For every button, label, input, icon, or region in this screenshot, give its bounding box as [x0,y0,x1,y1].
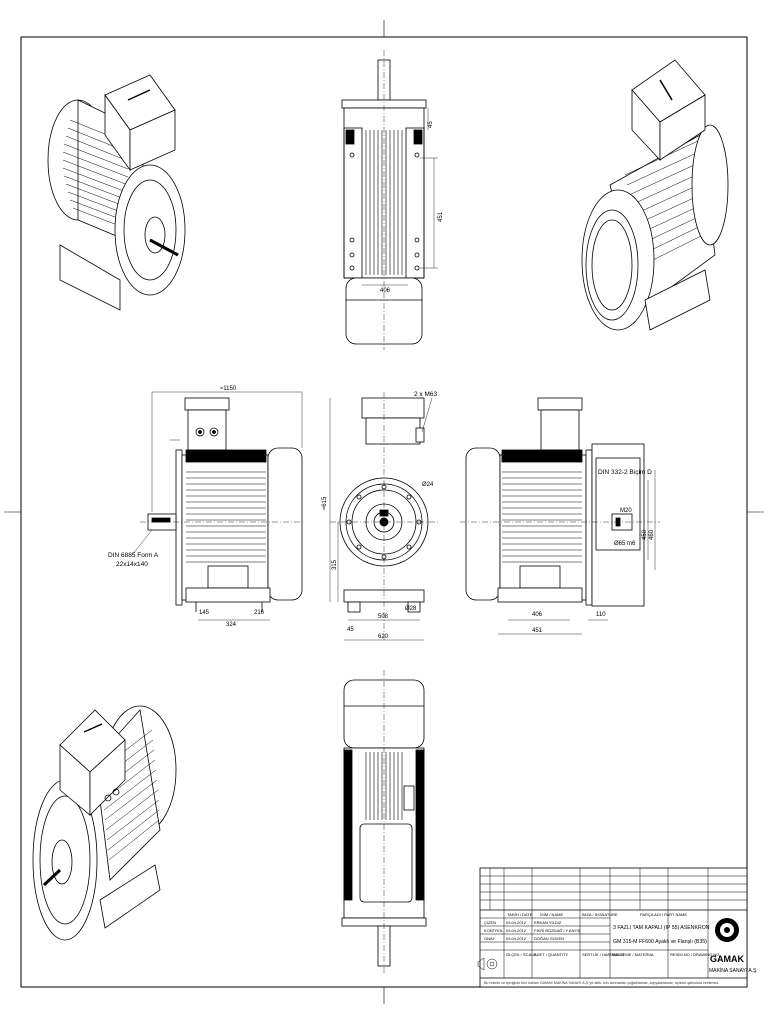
tb-header-date: TARİH / DATE [507,912,533,917]
side-view-right [460,397,660,635]
tb-quantity-label: ADET / QUANTITY [534,952,568,957]
dim-top-view-width: 406 [380,288,391,294]
tb-row-drawn-date: 03.04.2012 [506,920,527,925]
company-subtitle: MAKİNA SANAYİ A.Ş [709,967,757,974]
dim-key-thread: M20 [620,508,632,514]
tb-footer-note: Bu resmin ve içeriğinin tüm hakları GAMA… [484,980,719,985]
isometric-view-front-left [47,74,186,311]
tb-row-drawn-name: ERKAN YILDIZ [534,920,562,925]
dim-overall-length: ≈1150 [220,386,237,392]
dim-rear-extra: 110 [596,612,606,618]
callout-din-centre: DIN 332-2 Biçim D [598,469,652,476]
dim-shaft-key: Ø65 m6 [614,541,636,547]
dim-base-width: 508 [378,614,389,620]
tb-row-approve-name: DOĞAN GÜVEN [534,936,564,941]
company-name: GAMAK [710,954,744,964]
tb-row-check-label: KONTROL [484,928,504,933]
dim-center-height: 315 [332,559,338,570]
dim-foot-spacing-side: 324 [226,622,237,628]
tb-part-name-label: PARÇA ADI / PART NAME [640,912,687,917]
callout-din-shaft-size: 22x14x140 [116,561,148,568]
bottom-view [341,670,427,975]
tb-row-approve-label: ONAY [484,936,495,941]
company-logo: GAMAK MAKİNA SANAYİ A.Ş [709,918,757,974]
dim-overall-width: 620 [378,634,389,640]
tb-row-drawn-label: ÇİZEN [484,920,496,925]
callout-bolt-hole: 2 x M63 [414,391,438,398]
dim-foot-height: 45 [347,627,354,633]
tb-material-label: MALZEME / MATERIAL [612,952,655,957]
dim-rear-foot1: 406 [532,612,543,618]
dim-foot-b1: 145 [199,610,210,616]
side-view-left [131,391,305,621]
dim-flange-dia: Ø24 [422,482,434,488]
dim-total-height: ≈615 [322,496,328,510]
tb-row-approve-date: 03.04.2012 [506,936,527,941]
sheet-frame [4,20,764,1004]
tb-row-check-name: FIKRİ BOZDAĞ / Y.KAYIŞ [534,928,581,933]
projection-symbol [477,957,498,971]
dim-top-view-small: 45 [428,121,434,128]
dim-flange-h1: 450 [642,529,648,540]
tb-part-name-line1: 3 FAZLI TAM KAPALI (IP 55) ASENKRON [613,925,710,931]
dim-flange-h2: 460 [649,529,655,540]
tb-row-check-date: 03.04.2012 [506,928,527,933]
tb-header-signature: İMZA / SIGNATURE [582,912,618,917]
dim-foot-b2: 216 [254,610,265,616]
top-view [341,50,438,350]
dim-rear-foot2: 451 [532,628,543,634]
dim-top-view-height: 451 [438,211,444,222]
isometric-view-bottom-left [32,705,177,941]
front-view [329,392,438,641]
isometric-view-rear-right [581,59,729,331]
callout-din-shaft: DIN 6885 Form A [108,552,159,559]
dim-foot-hole: Ø28 [405,606,417,612]
tb-hardness-label: SERTLİK / HARDNESS [582,952,624,957]
tb-header-name: İSİM / NAME [540,912,563,917]
tb-scale-label: ÖLÇEK / SCALE [506,952,536,957]
title-block [479,867,748,988]
tb-drawing-no-label: RESİM NO / DRAWING NO [670,952,719,957]
tb-part-name-line2: GM 315-M FF600 Ayaklı ve Flanşlı (B35) [613,939,707,945]
